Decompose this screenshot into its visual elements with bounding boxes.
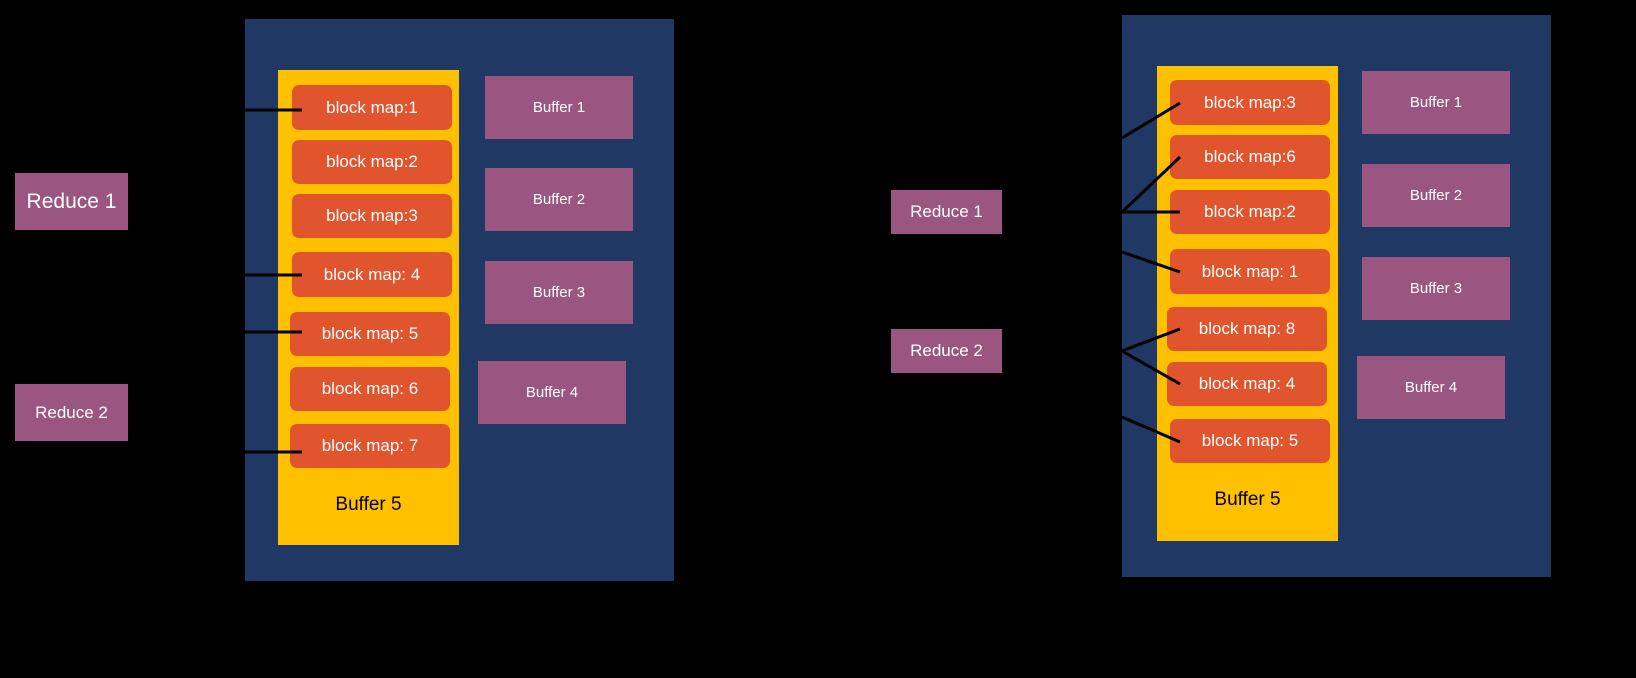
blockmap-box[interactable]: block map:6: [1170, 135, 1330, 179]
blockmap-box[interactable]: block map:2: [1170, 190, 1330, 234]
buffer-box[interactable]: Buffer 4: [478, 361, 626, 424]
blockmap-box[interactable]: block map: 1: [1170, 249, 1330, 294]
reducer-box[interactable]: Reduce 2: [891, 329, 1002, 373]
buffer-box[interactable]: Buffer 3: [1362, 257, 1510, 320]
blockmap-box[interactable]: block map:1: [292, 85, 452, 130]
blockmap-box[interactable]: block map: 8: [1167, 307, 1327, 351]
buffer-box[interactable]: Buffer 4: [1357, 356, 1505, 419]
buffer-box[interactable]: Buffer 1: [485, 76, 633, 139]
blockmap-box[interactable]: block map: 4: [1167, 362, 1327, 406]
blockmap-box[interactable]: block map:3: [292, 194, 452, 238]
blockmap-box[interactable]: block map:2: [292, 140, 452, 184]
blockmap-box[interactable]: block map: 7: [290, 424, 450, 468]
right-buffer5-label: Buffer 5: [1214, 489, 1281, 510]
left-buffer5-label: Buffer 5: [335, 494, 402, 515]
reducer-box[interactable]: Reduce 1: [15, 173, 128, 230]
blockmap-box[interactable]: block map: 5: [290, 312, 450, 356]
blockmap-box[interactable]: block map: 4: [292, 252, 452, 297]
reducer-box[interactable]: Reduce 2: [15, 384, 128, 441]
buffer-box[interactable]: Buffer 3: [485, 261, 633, 324]
buffer-box[interactable]: Buffer 1: [1362, 71, 1510, 134]
blockmap-box[interactable]: block map: 5: [1170, 419, 1330, 463]
buffer-box[interactable]: Buffer 2: [1362, 164, 1510, 227]
buffer-box[interactable]: Buffer 2: [485, 168, 633, 231]
blockmap-box[interactable]: block map: 6: [290, 367, 450, 411]
reducer-box[interactable]: Reduce 1: [891, 190, 1002, 234]
blockmap-box[interactable]: block map:3: [1170, 80, 1330, 125]
